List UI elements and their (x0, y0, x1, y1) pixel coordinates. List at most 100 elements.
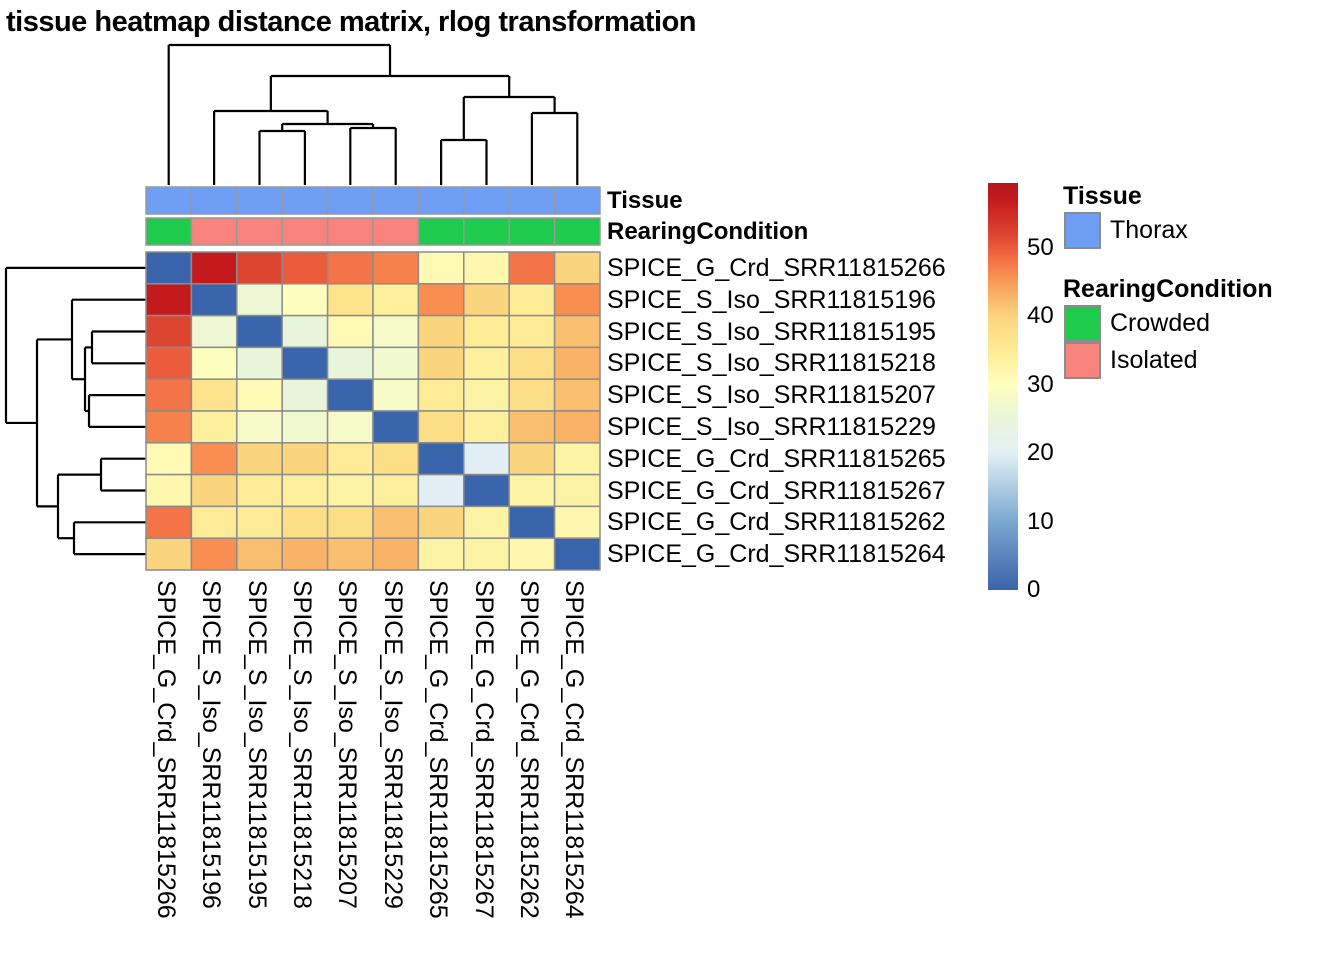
heatmap-cell (463, 314, 510, 349)
annotation-cell (553, 186, 601, 215)
heatmap-cell (190, 537, 238, 571)
heatmap-cell (463, 473, 510, 508)
figure-title: tissue heatmap distance matrix, rlog tra… (6, 6, 697, 38)
colorbar (988, 183, 1018, 590)
heatmap-cell (326, 346, 374, 380)
heatmap-cell (417, 442, 465, 476)
heatmap-cells (145, 251, 601, 571)
heatmap-cell (553, 346, 601, 380)
heatmap-cell (417, 505, 465, 539)
heatmap-cell (417, 314, 465, 349)
dendrograms (4, 43, 579, 556)
heatmap-cell (508, 378, 556, 412)
heatmap-cell (417, 283, 465, 317)
heatmap-cell (281, 251, 329, 285)
heatmap-cell (372, 505, 420, 539)
annotation-cell (145, 186, 193, 215)
heatmap-cell (372, 283, 420, 317)
heatmap-cell (372, 473, 420, 508)
heatmap-cell (463, 283, 510, 317)
heatmap-cell (463, 378, 510, 412)
colorbar-tick-label: 30 (1027, 370, 1054, 398)
heatmap-cell (553, 473, 601, 508)
heatmap-cell (145, 378, 193, 412)
annotation-cell (463, 217, 510, 246)
heatmap-cell (236, 410, 283, 444)
heatmap-cell (190, 314, 238, 349)
heatmap-cell (326, 473, 374, 508)
legend-crowded-swatch (1064, 305, 1101, 342)
annotation-cell (553, 217, 601, 246)
heatmap-cell (145, 283, 193, 317)
col-label: SPICE_S_Iso_SRR11815196 (197, 580, 226, 909)
heatmap-cell (553, 378, 601, 412)
annotation-cell (190, 186, 238, 215)
row-label: SPICE_G_Crd_SRR11815267 (607, 476, 946, 505)
col-label: SPICE_G_Crd_SRR11815262 (514, 580, 543, 919)
annotation-cell (508, 186, 556, 215)
heatmap-cell (326, 251, 374, 285)
heatmap-cell (508, 442, 556, 476)
heatmap-cell (508, 346, 556, 380)
legend-thorax-swatch (1064, 212, 1101, 249)
colorbar-tick-label: 40 (1027, 302, 1054, 330)
heatmap-cell (281, 314, 329, 349)
heatmap-cell (553, 537, 601, 571)
heatmap-cell (236, 505, 283, 539)
column-annotation-bars (145, 186, 601, 246)
annotation-row-label-rearingcondition: RearingCondition (607, 218, 809, 245)
heatmap-cell (326, 537, 374, 571)
col-label: SPICE_G_Crd_SRR11815264 (560, 580, 589, 919)
heatmap-cell (190, 346, 238, 380)
heatmap-cell (145, 537, 193, 571)
col-label: SPICE_S_Iso_SRR11815195 (242, 580, 271, 909)
annotation-cell (508, 217, 556, 246)
heatmap-cell (281, 410, 329, 444)
heatmap-cell (190, 251, 238, 285)
col-label: SPICE_S_Iso_SRR11815207 (333, 580, 362, 909)
heatmap-cell (417, 537, 465, 571)
heatmap-cell (372, 251, 420, 285)
heatmap-cell (236, 283, 283, 317)
heatmap-cell (417, 346, 465, 380)
col-label: SPICE_G_Crd_SRR11815267 (469, 580, 498, 919)
legend-isolated-label: Isolated (1110, 346, 1198, 374)
heatmap-cell (236, 442, 283, 476)
row-label: SPICE_S_Iso_SRR11815229 (607, 412, 936, 441)
heatmap-cell (372, 346, 420, 380)
heatmap-cell (326, 505, 374, 539)
annotation-cell (236, 217, 283, 246)
heatmap-cell (553, 410, 601, 444)
annotation-cell (281, 217, 329, 246)
row-label: SPICE_G_Crd_SRR11815264 (607, 540, 946, 569)
heatmap-cell (508, 251, 556, 285)
heatmap-cell (553, 505, 601, 539)
heatmap-cell (236, 346, 283, 380)
heatmap-cell (553, 314, 601, 349)
annotation-cell (236, 186, 283, 215)
row-label: SPICE_G_Crd_SRR11815262 (607, 508, 946, 537)
heatmap-cell (417, 473, 465, 508)
heatmap-cell (281, 473, 329, 508)
annotation-row-label-tissue: Tissue (607, 187, 683, 214)
heatmap-cell (326, 410, 374, 444)
heatmap-cell (281, 505, 329, 539)
heatmap-cell (417, 378, 465, 412)
colorbar-tick-label: 50 (1027, 233, 1054, 261)
heatmap-cell (417, 410, 465, 444)
annotation-cell (145, 217, 193, 246)
annotation-cell (372, 186, 420, 215)
heatmap-cell (236, 378, 283, 412)
col-label: SPICE_G_Crd_SRR11815265 (424, 580, 453, 919)
col-label: SPICE_G_Crd_SRR11815266 (151, 580, 180, 919)
heatmap-cell (145, 410, 193, 444)
heatmap-cell (508, 505, 556, 539)
heatmap-cell (326, 378, 374, 412)
annotation-cell (281, 186, 329, 215)
heatmap-cell (553, 283, 601, 317)
heatmap-cell (145, 473, 193, 508)
heatmap-cell (190, 410, 238, 444)
heatmap-cell (236, 251, 283, 285)
heatmap-cell (553, 251, 601, 285)
heatmap-cell (281, 346, 329, 380)
